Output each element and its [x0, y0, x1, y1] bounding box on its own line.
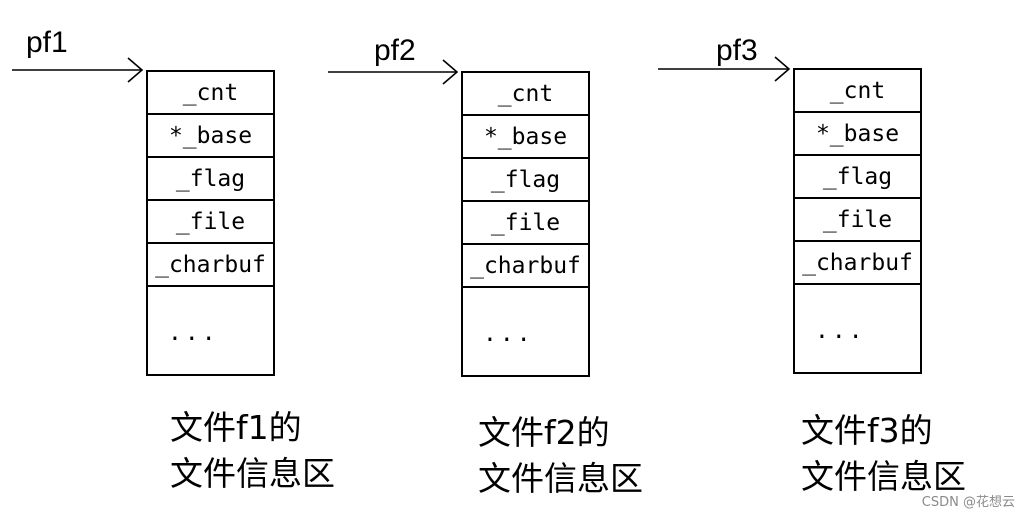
field-flag: _flag — [795, 156, 920, 199]
field-base: *_base — [148, 115, 273, 158]
caption-f3-line2: 文件信息区 — [801, 457, 966, 496]
field-ellipsis: ... — [168, 319, 219, 346]
caption-f1-line1: 文件f1的 — [170, 408, 302, 447]
field-base: *_base — [463, 116, 588, 159]
field-ellipsis: ... — [483, 320, 534, 347]
caption-f3: 文件f3的 文件信息区 — [801, 408, 966, 500]
caption-f3-line1: 文件f3的 — [801, 411, 933, 450]
file-struct-f3: _cnt *_base _flag _file _charbuf ... — [793, 68, 922, 374]
field-cnt: _cnt — [148, 72, 273, 115]
field-charbuf: _charbuf — [795, 242, 920, 285]
file-struct-f2: _cnt *_base _flag _file _charbuf ... — [461, 71, 590, 377]
pointer-label-pf3: pf3 — [716, 34, 758, 67]
field-charbuf: _charbuf — [148, 244, 273, 287]
field-ellipsis: ... — [815, 317, 866, 344]
pointer-arrow-pf3 — [658, 56, 791, 82]
pointer-arrow-pf1 — [12, 57, 144, 83]
caption-f1-line2: 文件信息区 — [170, 454, 335, 493]
field-file: _file — [795, 199, 920, 242]
field-cnt: _cnt — [463, 73, 588, 116]
field-base: *_base — [795, 113, 920, 156]
field-flag: _flag — [148, 158, 273, 201]
field-flag: _flag — [463, 159, 588, 202]
pointer-arrow-pf2 — [328, 59, 459, 85]
watermark: CSDN @花想云 — [921, 495, 1015, 510]
field-file: _file — [148, 201, 273, 244]
caption-f1: 文件f1的 文件信息区 — [170, 405, 335, 497]
field-charbuf: _charbuf — [463, 245, 588, 288]
file-struct-f1: _cnt *_base _flag _file _charbuf ... — [146, 70, 275, 376]
field-cnt: _cnt — [795, 70, 920, 113]
pointer-label-pf1: pf1 — [26, 26, 68, 59]
field-file: _file — [463, 202, 588, 245]
caption-f2-line1: 文件f2的 — [478, 413, 610, 452]
caption-f2: 文件f2的 文件信息区 — [478, 410, 643, 502]
pointer-label-pf2: pf2 — [374, 34, 416, 67]
caption-f2-line2: 文件信息区 — [478, 459, 643, 498]
